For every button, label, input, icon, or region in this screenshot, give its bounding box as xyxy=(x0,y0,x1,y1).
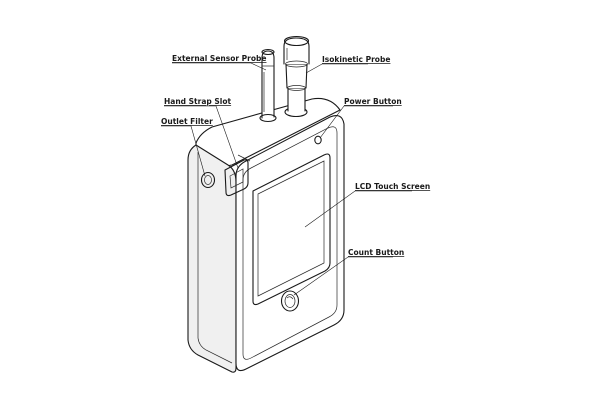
outlet-filter xyxy=(200,171,216,189)
side-bevel xyxy=(197,152,233,364)
label-power-button: Power Button xyxy=(344,97,402,106)
leader-isokinetic-probe xyxy=(305,63,368,74)
label-external-sensor-probe: External Sensor Probe xyxy=(172,54,266,63)
label-hand-strap-slot: Hand Strap Slot xyxy=(164,97,232,106)
left-side-face xyxy=(187,144,237,373)
hand-strap-slot xyxy=(224,154,251,197)
count-button xyxy=(280,290,300,312)
leader-count-button xyxy=(293,256,393,296)
power-button xyxy=(314,135,322,145)
label-lcd-touch-screen: LCD Touch Screen xyxy=(355,182,430,191)
label-outlet-filter: Outlet Filter xyxy=(161,117,213,126)
leader-external-sensor-probe xyxy=(172,62,267,71)
isokinetic-probe xyxy=(283,35,310,118)
leader-lines xyxy=(161,62,412,296)
label-count-button: Count Button xyxy=(348,248,404,257)
external-sensor-probe xyxy=(259,48,277,123)
leader-outlet-filter xyxy=(161,125,206,177)
labels: External Sensor Probe Isokinetic Probe H… xyxy=(161,54,430,257)
leader-hand-strap-slot xyxy=(164,105,239,169)
leader-power-button xyxy=(319,105,393,139)
label-isokinetic-probe: Isokinetic Probe xyxy=(322,55,390,64)
lcd-touch-screen xyxy=(252,153,331,306)
leader-lcd-touch-screen xyxy=(304,190,412,228)
